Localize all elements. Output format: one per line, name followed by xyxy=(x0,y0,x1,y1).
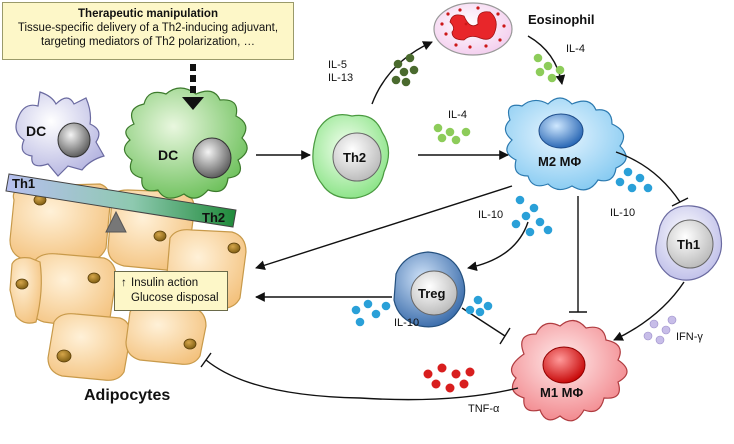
eosinophil-granules xyxy=(440,6,506,49)
inhibit-m2-to-th1 xyxy=(615,151,681,203)
adipocyte-cell xyxy=(125,303,207,365)
therapy-box-line1: Tissue-specific delivery of a Th2-induci… xyxy=(17,22,279,34)
therapy-dashed-arrow xyxy=(182,64,204,110)
arrow-m2-to-treg xyxy=(467,221,529,271)
arrow-th1-to-m1 xyxy=(613,281,685,341)
therapy-box-line2: targeting mediators of Th2 polarization,… xyxy=(41,36,255,48)
label-th2-cell: Th2 xyxy=(343,150,366,165)
balance-beam xyxy=(5,173,237,228)
label-balance-th1: Th1 xyxy=(12,176,35,191)
dots-il4-th2 xyxy=(433,123,471,145)
label-il10-treg: IL-10 xyxy=(394,317,419,329)
dots-il10-treg xyxy=(351,295,493,327)
label-il13: IL-13 xyxy=(328,72,353,84)
dots-il10-m2-right xyxy=(615,167,653,193)
label-eosinophil: Eosinophil xyxy=(528,12,594,27)
adipocyte-cell xyxy=(9,257,42,324)
adipocyte-nuclei xyxy=(15,194,241,363)
label-dc-left: DC xyxy=(26,123,46,139)
insulin-action-text: Insulin action xyxy=(131,277,199,289)
dots-il10-m2-left xyxy=(511,195,553,237)
glucose-disposal-text: Glucose disposal xyxy=(131,292,219,304)
dots-tnfa xyxy=(423,363,475,393)
therapeutic-manipulation-box: Therapeutic manipulation Tissue-specific… xyxy=(2,2,294,60)
therapy-box-title: Therapeutic manipulation xyxy=(78,8,218,20)
eosinophil-nucleus xyxy=(449,11,497,41)
arrow-th2-to-eosinophil xyxy=(371,41,433,105)
label-th1-cell: Th1 xyxy=(677,237,700,252)
label-adipocytes: Adipocytes xyxy=(84,387,170,404)
arrow-eosinophil-to-m2 xyxy=(527,35,566,85)
adipocyte-cluster xyxy=(9,183,247,381)
label-il4-eosinophil: IL-4 xyxy=(566,43,585,55)
treg-nucleus xyxy=(410,270,458,316)
label-il10-m2-left: IL-10 xyxy=(478,209,503,221)
inhibit-treg-to-m1-bar xyxy=(499,327,511,345)
dc-right-nucleus xyxy=(192,137,232,179)
label-ifng: IFN-γ xyxy=(676,331,703,343)
th1-nucleus xyxy=(666,219,714,269)
dots-il5-il13 xyxy=(391,53,419,87)
label-il4-th2: IL-4 xyxy=(448,109,467,121)
label-tnfa: TNF-α xyxy=(468,403,500,415)
label-il5: IL-5 xyxy=(328,59,347,71)
dc-left-nucleus xyxy=(57,122,91,158)
label-dc-right: DC xyxy=(158,147,178,163)
dots-il4-eosinophil xyxy=(533,53,565,83)
adipocyte-cell xyxy=(47,313,131,381)
arrow-m2-to-adipocytes xyxy=(255,185,513,270)
inhibit-m2-to-th1-bar xyxy=(671,197,689,207)
label-m1: M1 MΦ xyxy=(540,385,584,400)
up-arrow-icon: ↑ xyxy=(121,277,127,289)
m1-nucleus xyxy=(542,346,586,384)
dots-ifng xyxy=(643,315,677,345)
inhibit-m1-to-adipocytes-bar xyxy=(200,352,212,368)
label-il10-m2-right: IL-10 xyxy=(610,207,635,219)
inhibit-m1-to-adipocytes xyxy=(205,359,519,401)
label-m2: M2 MΦ xyxy=(538,154,582,169)
m2-nucleus xyxy=(538,113,584,149)
th2-nucleus xyxy=(332,132,382,182)
balance-fulcrum xyxy=(105,210,127,233)
label-balance-th2: Th2 xyxy=(202,210,225,225)
label-treg: Treg xyxy=(418,286,446,301)
insulin-action-box: ↑ Insulin action Glucose disposal xyxy=(114,271,228,311)
dc-right-cell xyxy=(123,87,248,199)
